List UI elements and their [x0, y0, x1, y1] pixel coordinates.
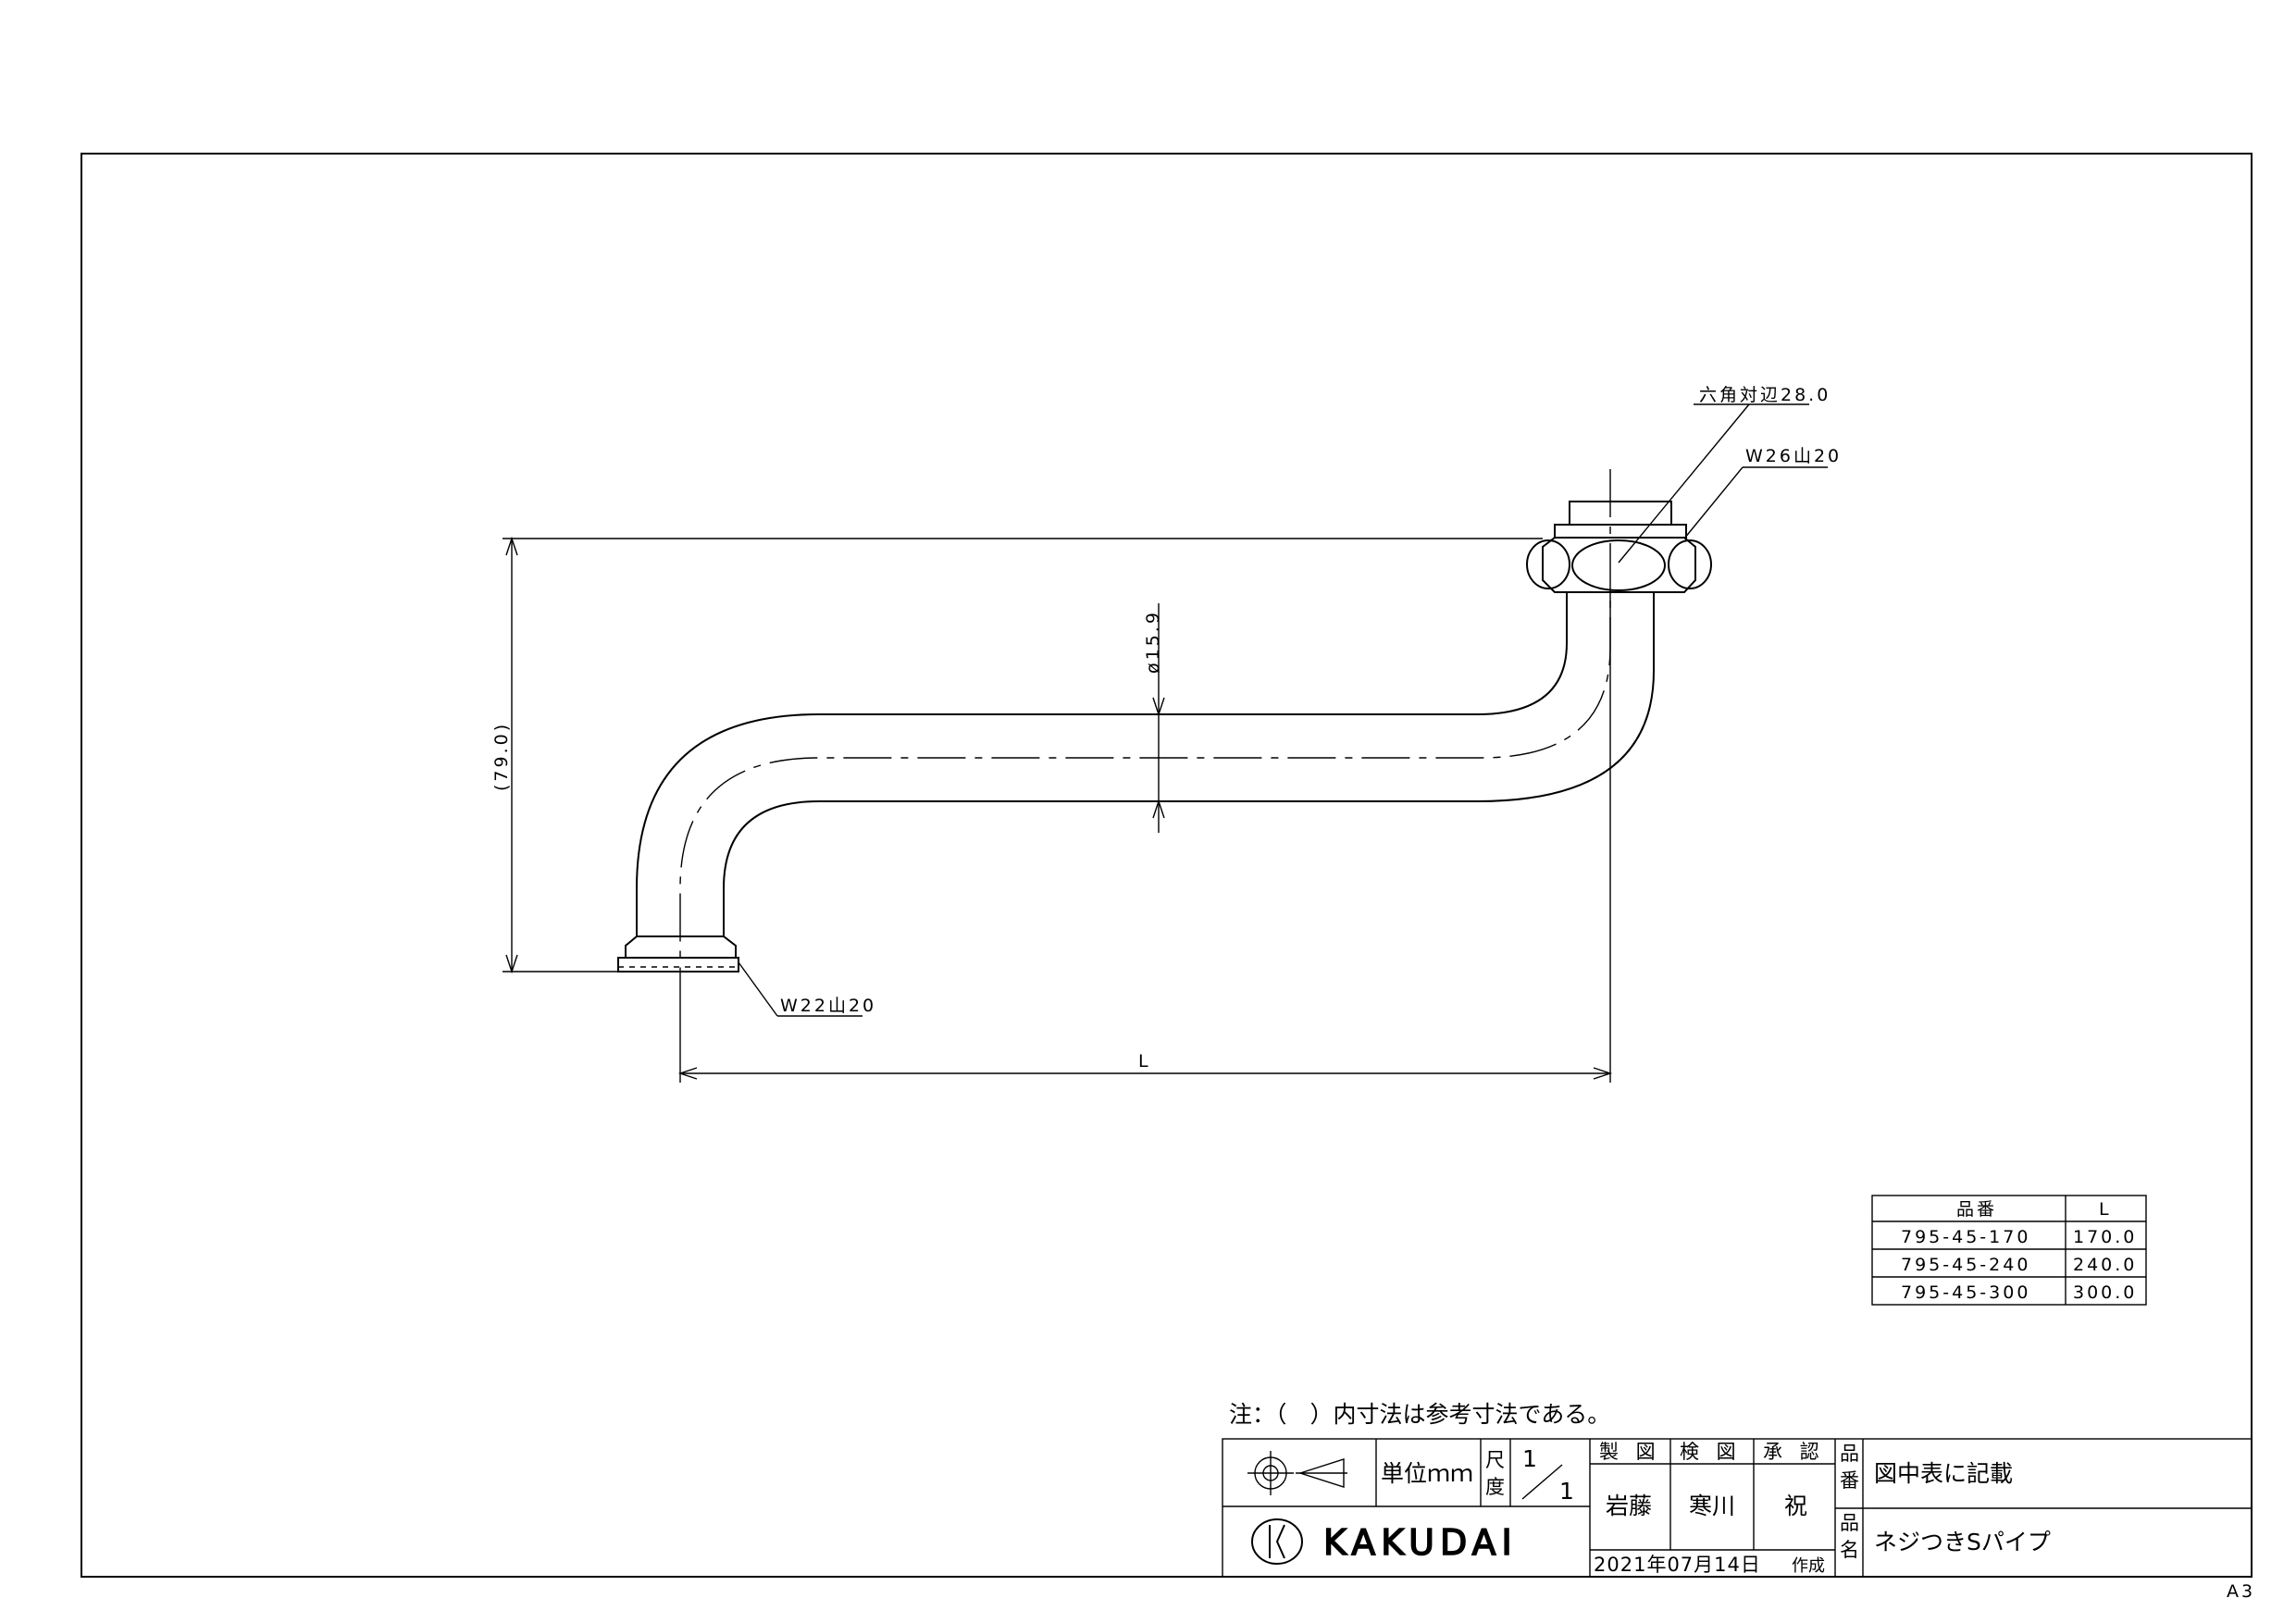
hex-leader — [1618, 403, 1750, 564]
drawn-by: 岩藤 — [1606, 1493, 1652, 1519]
diameter-arrow-bottom — [1152, 799, 1165, 819]
scale-slash — [1521, 1464, 1563, 1500]
approved-label: 承 認 — [1763, 1441, 1825, 1463]
top-thread-leader — [1683, 466, 1744, 539]
hex-nut-center-flat — [1571, 539, 1666, 591]
table-cell-length: 300.0 — [2073, 1282, 2137, 1303]
creation-date: 2021年07月14日 — [1594, 1554, 1761, 1576]
hex-nut-left-flat — [1526, 539, 1570, 589]
table-header-part-no: 品番 — [1956, 1199, 1997, 1220]
scale-label-1: 尺 — [1485, 1449, 1505, 1471]
third-angle-projection-icon — [1247, 1451, 1347, 1495]
hex-nut-right-flat — [1668, 539, 1712, 589]
title-block: 単位ｍｍ 尺 度 1 1 KAKUDAI 製 図 検 図 承 認 岩藤 寒川 祝… — [1222, 1438, 2253, 1578]
company-name: KAKUDAI — [1323, 1522, 1518, 1563]
hex-nut-body — [1542, 537, 1696, 593]
length-arrow-left — [677, 1067, 698, 1080]
checked-label: 検 図 — [1680, 1441, 1742, 1463]
drawing-frame — [81, 153, 2253, 1578]
hex-across-flats-label: 六角対辺28.0 — [1699, 385, 1831, 405]
part-name-label-2: 名 — [1840, 1539, 1859, 1561]
pipe-drawing — [617, 469, 1712, 999]
bottom-thread-leader — [738, 961, 778, 1017]
lower-fitting-thread — [617, 957, 739, 973]
created-label: 作成 — [1792, 1556, 1825, 1576]
pipe-centerline — [679, 469, 1611, 999]
part-name-label-1: 品 — [1840, 1512, 1859, 1534]
length-dimension-label: L — [1138, 1051, 1151, 1072]
table-cell-length: 170.0 — [2073, 1227, 2137, 1247]
drawn-label: 製 図 — [1599, 1441, 1661, 1463]
checked-by: 寒川 — [1689, 1493, 1735, 1519]
scale-denominator: 1 — [1559, 1478, 1574, 1505]
pipe-lower-outline — [723, 592, 1655, 936]
table-cell-part-no: 795-45-300 — [1901, 1282, 2030, 1303]
sheet-size-label: A3 — [2227, 1581, 2255, 1602]
pipe-upper-outline — [636, 592, 1568, 936]
part-no-label-2: 番 — [1840, 1469, 1859, 1492]
table-cell-part-no: 795-45-240 — [1901, 1255, 2030, 1275]
scale-label-2: 度 — [1485, 1476, 1505, 1498]
unit-label: 単位ｍｍ — [1381, 1460, 1473, 1487]
approved-by: 祝 — [1784, 1493, 1807, 1519]
upper-nut-top — [1569, 501, 1672, 526]
diameter-dimension-label: ø15.9 — [1143, 610, 1163, 674]
upper-nut-collar — [1554, 524, 1687, 539]
table-cell-length: 240.0 — [2073, 1255, 2137, 1275]
part-number-table: 品番 L 795-45-170 170.0 795-45-240 240.0 7… — [1871, 1195, 2147, 1306]
reference-dimension-note: 注：（ ）内寸法は参考寸法である。 — [1229, 1401, 1610, 1428]
table-cell-part-no: 795-45-170 — [1901, 1227, 2030, 1247]
table-header-length: L — [2099, 1199, 2112, 1220]
bottom-thread-label: W22山20 — [780, 996, 876, 1016]
height-arrow-bottom — [505, 954, 518, 974]
diameter-arrow-top — [1152, 697, 1165, 717]
part-no-value: 図中表に記載 — [1874, 1460, 2013, 1487]
length-arrow-right — [1593, 1067, 1613, 1080]
height-arrow-top — [505, 536, 518, 556]
kakudai-logo: KAKUDAI — [1251, 1518, 1518, 1565]
part-name-value: ネジつきSパイプ — [1874, 1529, 2051, 1555]
height-dimension-label: (79.0) — [491, 722, 512, 791]
part-no-label-1: 品 — [1840, 1443, 1859, 1465]
scale-numerator: 1 — [1522, 1445, 1537, 1472]
top-thread-label: W26山20 — [1745, 446, 1842, 466]
dimension-lines: (79.0) L ø15.9 六角対辺28.0 W26山20 W22山20 — [491, 385, 1842, 1083]
